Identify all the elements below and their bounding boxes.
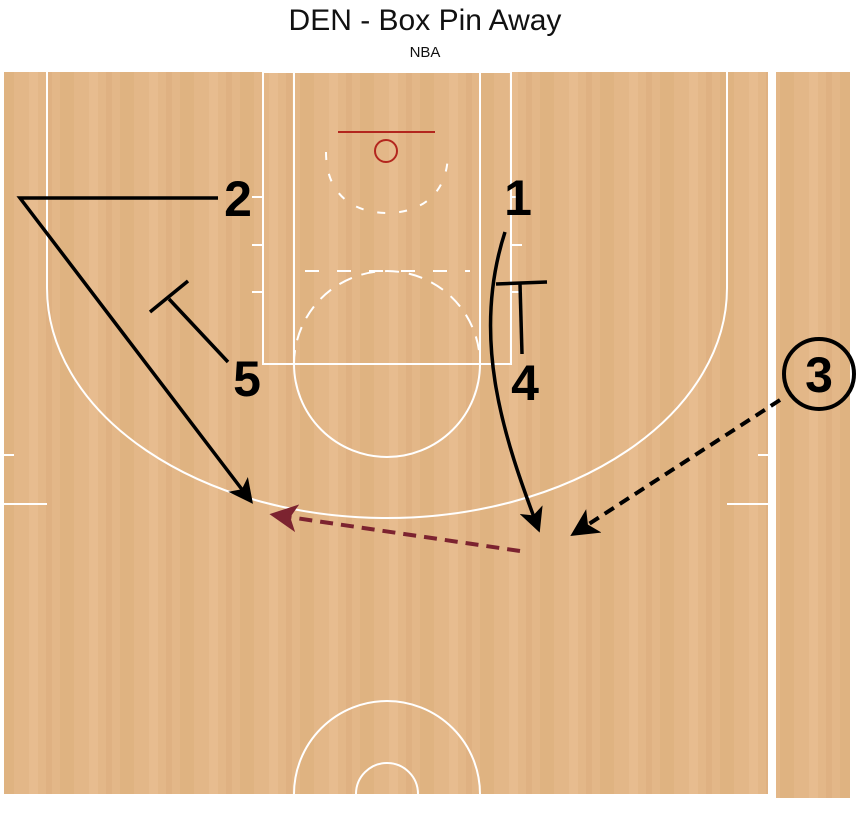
center-circle xyxy=(293,700,481,795)
cut-1-path xyxy=(488,231,543,533)
free-throw-circle xyxy=(293,363,481,458)
screen-5-path xyxy=(167,297,230,364)
lane-inner xyxy=(293,71,481,365)
cut-2-path xyxy=(16,196,253,504)
court xyxy=(4,71,768,795)
diagram-subtitle: NBA xyxy=(409,44,441,61)
screen-4-path xyxy=(518,283,524,355)
players: 1 2 3 4 5 xyxy=(224,170,856,411)
court-lines xyxy=(4,71,768,795)
dribble-3-path xyxy=(570,398,782,537)
player-1: 1 xyxy=(504,170,532,226)
screen-4-bar xyxy=(495,280,548,286)
free-throw-circle-dashed xyxy=(293,270,481,365)
player-3-circle xyxy=(782,337,856,411)
screen-5-bar xyxy=(148,279,190,314)
player-2: 2 xyxy=(224,171,252,227)
player-3: 3 xyxy=(805,347,833,403)
restricted-area xyxy=(325,151,449,215)
court-floor xyxy=(4,72,768,794)
diagram-title: DEN - Box Pin Away xyxy=(288,4,562,37)
sideline-strip xyxy=(776,72,850,798)
player-4: 4 xyxy=(511,355,539,411)
center-circle-inner xyxy=(355,762,419,795)
play-actions xyxy=(16,196,782,553)
three-point-line xyxy=(46,72,728,519)
player-5: 5 xyxy=(233,351,261,407)
rim xyxy=(374,139,398,163)
